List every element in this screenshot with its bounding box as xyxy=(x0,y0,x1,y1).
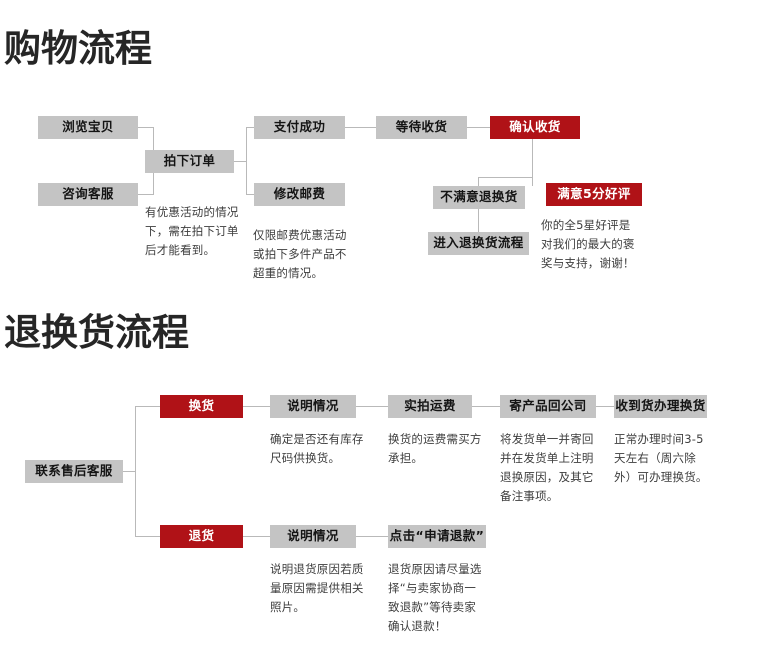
connector-freight-to-sendback xyxy=(472,406,500,407)
connector-right-bracket-vertical xyxy=(246,127,247,195)
connector-refund-to-explain xyxy=(243,536,270,537)
connector-explain-to-freight xyxy=(356,406,388,407)
node-place-order[interactable]: 拍下订单 xyxy=(145,150,234,173)
connector-bracket-to-refund xyxy=(135,536,160,537)
node-confirm-receipt[interactable]: 确认收货 xyxy=(490,116,580,139)
connector-await-to-confirm xyxy=(467,127,490,128)
connector-place-order-to-bracket xyxy=(234,161,247,162)
caption-stock-note: 确定是否还有库存尺码供换货。 xyxy=(270,432,364,465)
connector-explain-to-clickrefund xyxy=(356,536,388,537)
node-explain-situation-refund[interactable]: 说明情况 xyxy=(270,525,356,548)
node-await-goods[interactable]: 等待收货 xyxy=(376,116,467,139)
connector-consult-to-bracket xyxy=(138,194,154,195)
caption-shipping-note: 仅限邮费优惠活动或拍下多件产品不超重的情况。 xyxy=(253,228,347,280)
node-unsatisfied-return[interactable]: 不满意退换货 xyxy=(433,186,525,209)
caption-praise-note: 你的全5星好评是对我们的最大的褒奖与支持，谢谢！ xyxy=(541,218,635,270)
caption-order-note: 有优惠活动的情况下，需在拍下订单后才能看到。 xyxy=(145,205,239,257)
caption-reason-note: 说明退货原因若质量原因需提供相关照片。 xyxy=(270,562,364,614)
connector-to-unsatisfied xyxy=(478,177,479,186)
node-receive-and-handle-exchange[interactable]: 收到货办理换货 xyxy=(614,395,707,418)
node-five-star-praise[interactable]: 满意5分好评 xyxy=(546,183,642,206)
connector-bracket-to-pay-success xyxy=(246,127,254,128)
node-browse[interactable]: 浏览宝贝 xyxy=(38,116,138,139)
node-pay-success[interactable]: 支付成功 xyxy=(254,116,345,139)
node-contact-after-sales[interactable]: 联系售后客服 xyxy=(25,460,123,483)
node-consult[interactable]: 咨询客服 xyxy=(38,183,138,206)
node-real-shipping-cost[interactable]: 实拍运费 xyxy=(388,395,472,418)
connector-to-five-star xyxy=(532,177,533,186)
caption-freight-note: 换货的运费需买方承担。 xyxy=(388,432,482,465)
node-send-product-back[interactable]: 寄产品回公司 xyxy=(500,395,596,418)
node-click-apply-refund[interactable]: 点击“申请退款” xyxy=(388,525,486,548)
node-modify-shipping[interactable]: 修改邮费 xyxy=(254,183,345,206)
connector-sendback-to-receive xyxy=(596,406,614,407)
connector-exchange-to-explain xyxy=(243,406,270,407)
connector-bracket-to-modify-ship xyxy=(246,194,254,195)
connector-unsatisfied-to-enter xyxy=(478,209,479,232)
page-title-shopping-flow: 购物流程 xyxy=(4,27,152,70)
connector-confirm-down xyxy=(532,139,533,178)
connector-pay-to-await xyxy=(345,127,376,128)
connector-service-bracket xyxy=(135,406,136,537)
node-enter-return-flow[interactable]: 进入退换货流程 xyxy=(428,232,529,255)
connector-service-to-bracket xyxy=(123,471,136,472)
connector-bracket-to-exchange xyxy=(135,406,160,407)
caption-handling-note: 正常办理时间3-5天左右（周六除外）可办理换货。 xyxy=(614,432,708,484)
node-refund[interactable]: 退货 xyxy=(160,525,243,548)
caption-sendback-note: 将发货单一并寄回并在发货单上注明退换原因，及其它备注事项。 xyxy=(500,432,594,503)
connector-browse-to-bracket xyxy=(138,127,154,128)
connector-confirm-split xyxy=(478,177,533,178)
caption-refundflow-note: 退货原因请尽量选择“与卖家协商一致退款”等待卖家确认退款！ xyxy=(388,562,482,633)
page-title-return-flow: 退换货流程 xyxy=(4,311,189,354)
node-explain-situation-exchange[interactable]: 说明情况 xyxy=(270,395,356,418)
node-exchange[interactable]: 换货 xyxy=(160,395,243,418)
